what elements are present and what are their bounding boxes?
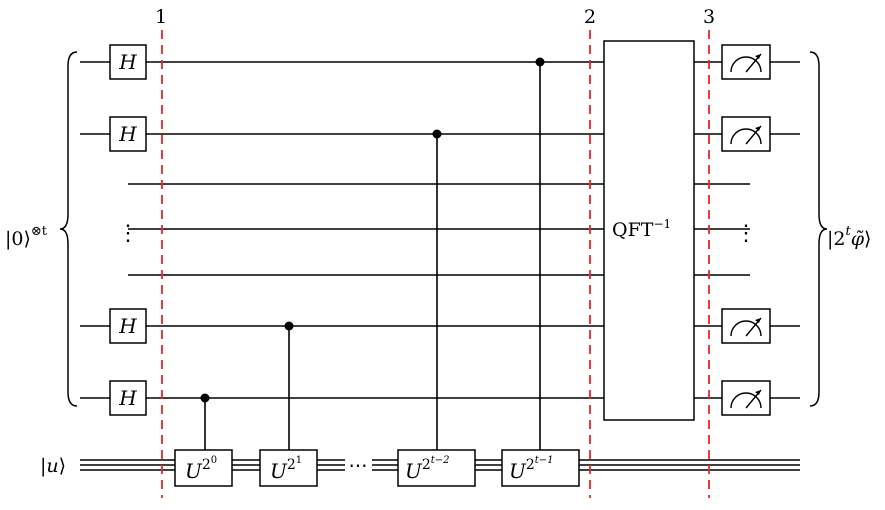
measurement-gate <box>721 116 771 152</box>
svg-text:QFT−1: QFT−1 <box>612 217 671 241</box>
unitary-base: U <box>270 459 288 483</box>
horizontal-ellipsis: ⋯ <box>349 455 368 477</box>
hadamard-label: H <box>118 314 137 338</box>
hadamard-gate: H <box>109 116 147 152</box>
barrier-label-1: 1 <box>155 6 167 28</box>
unitary-gate-4: U2t−1 <box>501 449 580 487</box>
output-close: ⟩ <box>864 228 871 250</box>
hadamard-gate: H <box>109 308 147 344</box>
svg-text:U2t−2: U2t−2 <box>405 455 450 483</box>
hadamard-label: H <box>118 122 137 146</box>
measurement-gate <box>721 380 771 416</box>
measurement-gate <box>721 44 771 80</box>
qubit-wires <box>80 61 800 399</box>
control-dot <box>284 321 294 331</box>
unitary-gate-2: U21 <box>259 449 318 487</box>
barriers <box>161 30 710 498</box>
unitary-power: 2 <box>526 457 535 473</box>
output-phi: φ̃ <box>851 228 865 250</box>
unitary-exponent: t−2 <box>431 455 450 466</box>
hadamard-gate: H <box>109 44 147 80</box>
barrier-label-3: 3 <box>703 6 715 28</box>
unitary-power: 2 <box>422 457 431 473</box>
unitary-base: U <box>185 459 203 483</box>
control-dots <box>200 57 545 403</box>
measurement-gate <box>721 308 771 344</box>
unitary-exponent: 0 <box>211 455 217 466</box>
unitary-exponent: t−1 <box>535 455 554 466</box>
register-close: ⟩ <box>59 455 66 477</box>
svg-text:U21: U21 <box>270 455 302 483</box>
unitary-gates: U20 U21 U2t−2 U2t−1 <box>174 449 580 487</box>
unitary-exponent: 1 <box>296 455 302 466</box>
input-ket: |0⟩ <box>5 228 31 250</box>
control-lines <box>204 62 541 450</box>
barrier-label-2: 2 <box>584 6 596 28</box>
qft-inverse-block: QFT−1 <box>603 40 695 421</box>
unitary-base: U <box>405 459 423 483</box>
vertical-ellipsis-left: ⋮ <box>117 221 139 246</box>
unitary-gate-1: U20 <box>174 449 233 487</box>
output-superscript: t <box>846 224 852 239</box>
svg-text:U2t−1: U2t−1 <box>509 455 554 483</box>
left-brace <box>59 51 78 407</box>
hadamard-gates: H H H H <box>109 44 147 416</box>
register-open: | <box>40 455 46 477</box>
vertical-ellipsis-right: ⋮ <box>735 221 757 246</box>
unitary-base: U <box>509 459 527 483</box>
control-dot <box>432 129 442 139</box>
register-u: u <box>46 455 58 477</box>
input-superscript: ⊗t <box>31 224 48 239</box>
right-brace <box>809 51 828 407</box>
hadamard-label: H <box>118 386 137 410</box>
output-state-label: |2tφ̃⟩ <box>827 224 871 250</box>
register-label: |u⟩ <box>40 455 66 477</box>
qft-exponent: −1 <box>653 217 671 231</box>
input-state-label: |0⟩⊗t <box>5 224 48 250</box>
unitary-gate-3: U2t−2 <box>397 449 476 487</box>
svg-text:U20: U20 <box>185 455 217 483</box>
hadamard-gate: H <box>109 380 147 416</box>
control-dot <box>535 57 545 67</box>
qft-label: QFT <box>612 219 654 241</box>
unitary-power: 2 <box>202 457 211 473</box>
measurement-gates <box>721 44 771 416</box>
control-dot <box>200 393 210 403</box>
hadamard-label: H <box>118 50 137 74</box>
unitary-power: 2 <box>287 457 296 473</box>
output-prefix: |2 <box>827 228 846 250</box>
